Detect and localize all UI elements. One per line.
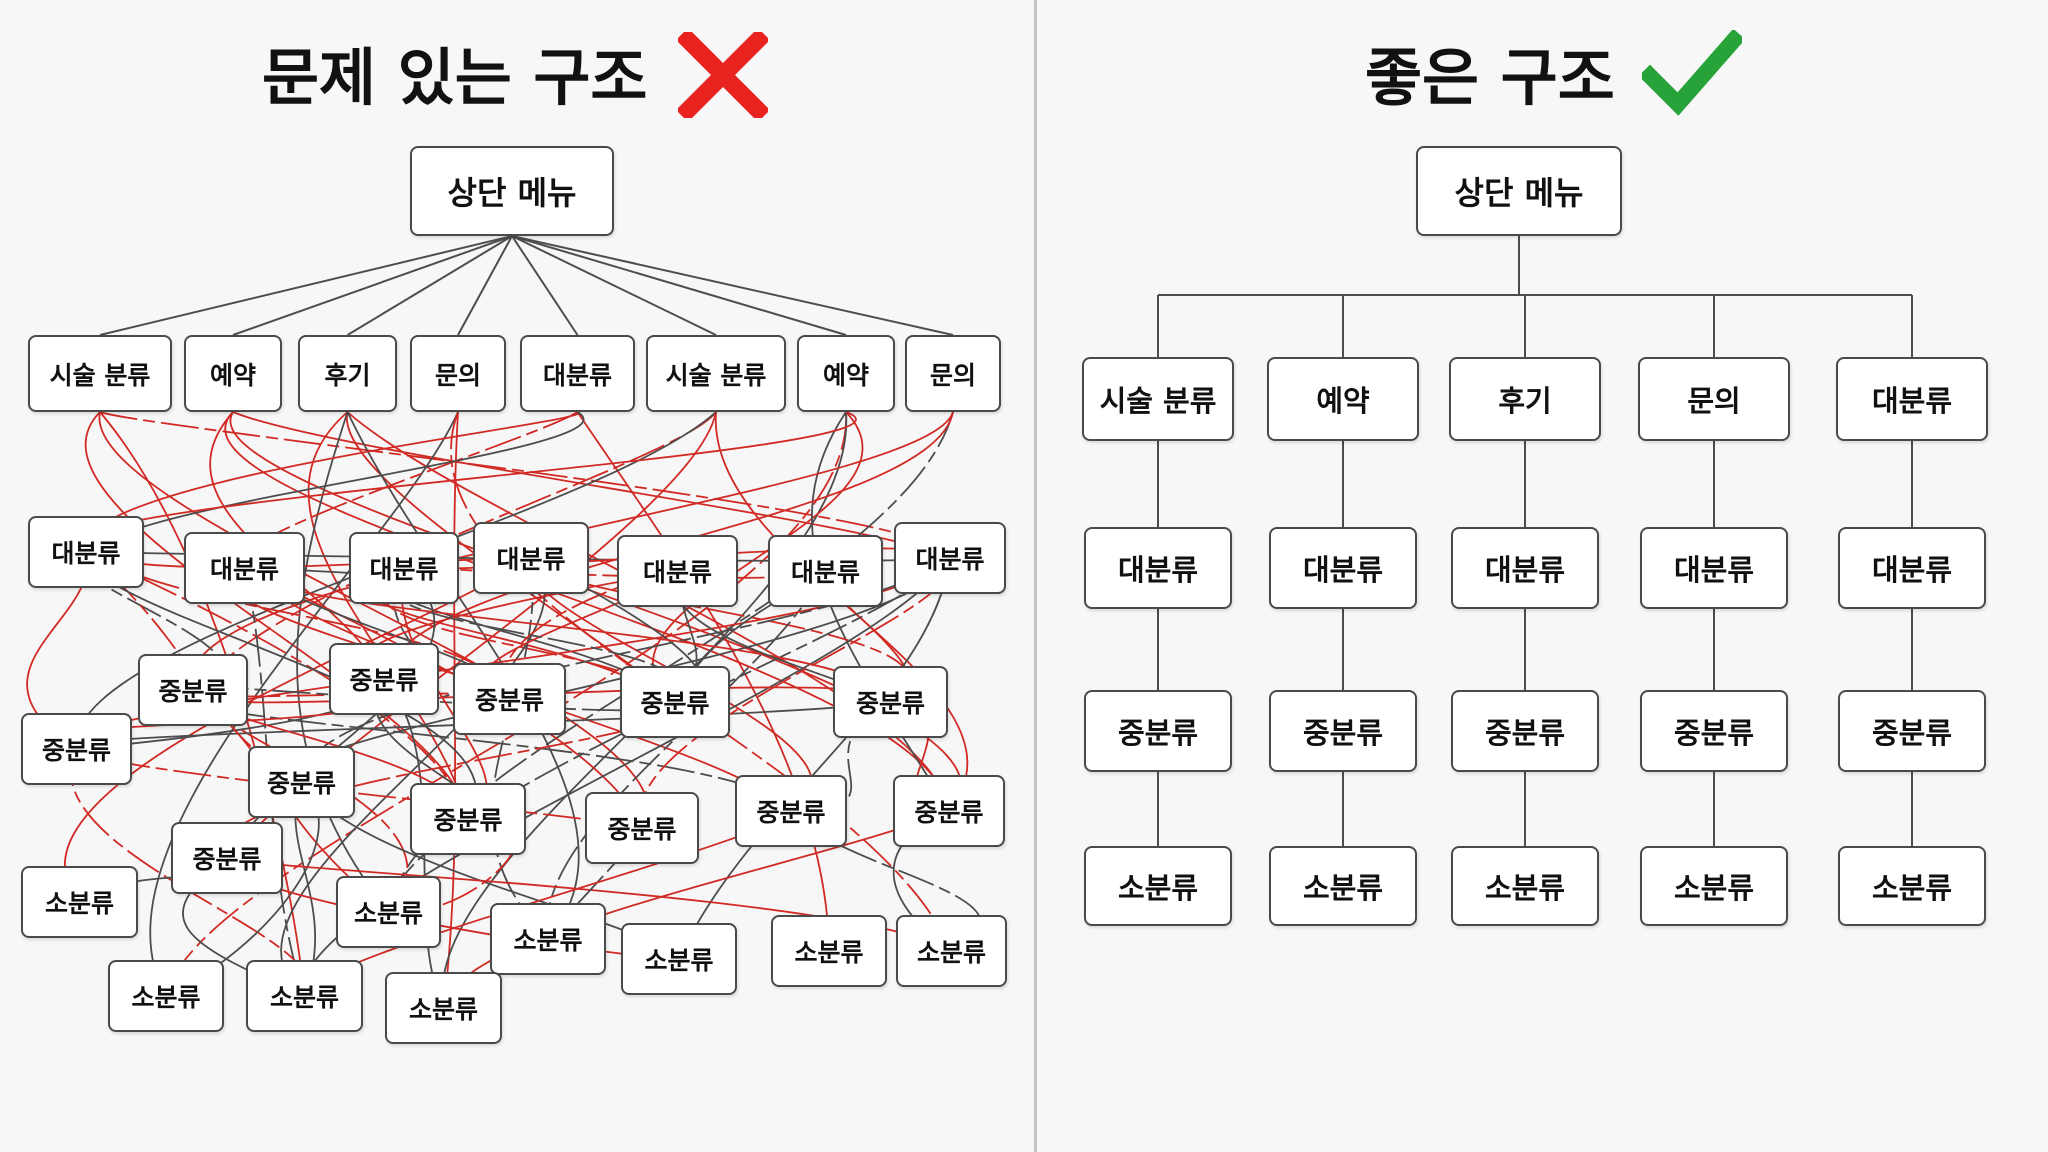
bad-major-category-node: 대분류: [768, 535, 883, 607]
bad-tangled-link-27: [811, 411, 950, 812]
bad-tier1-node: 예약: [797, 335, 895, 412]
bad-minor-category-node: 소분류: [771, 915, 887, 987]
bad-tier1-node: 문의: [410, 335, 506, 412]
good-middle-category-node: 중분류: [1451, 690, 1599, 772]
bad-middle-category-node: 중분류: [893, 775, 1005, 847]
bad-minor-category-node: 소분류: [246, 960, 363, 1032]
bad-structure-title: 문제 있는 구조: [262, 41, 648, 114]
bad-link-top-6: [511, 235, 847, 336]
bad-link-top-3: [457, 235, 513, 336]
bad-tangled-link-1: [98, 411, 649, 829]
bad-link-top-4: [511, 235, 579, 336]
bad-middle-category-node: 중분류: [138, 654, 248, 726]
good-minor-category-node: 소분류: [1451, 846, 1599, 926]
bad-tier1-node: 시술 분류: [646, 335, 786, 412]
bad-tier1-node: 문의: [905, 335, 1001, 412]
good-major-category-node: 대분류: [1640, 527, 1788, 609]
good-minor-category-node: 소분류: [1838, 846, 1986, 926]
bad-middle-category-node: 중분류: [329, 643, 439, 715]
good-tier1-node: 예약: [1267, 357, 1419, 441]
bad-major-category-node: 대분류: [473, 522, 589, 594]
bad-tangled-link-4: [229, 411, 962, 812]
bad-middle-category-node: 중분류: [21, 713, 132, 785]
good-minor-category-node: 소분류: [1640, 846, 1788, 926]
bad-link-top-7: [511, 235, 954, 336]
bad-tangled-link-11: [307, 411, 469, 820]
bad-major-category-node: 대분류: [28, 516, 144, 588]
bad-middle-category-node: 중분류: [171, 822, 283, 894]
good-middle-category-node: 중분류: [1838, 690, 1986, 772]
bad-tangled-link-53: [546, 570, 827, 940]
good-major-category-node: 대분류: [1838, 527, 1986, 609]
bad-tangled-link-32: [85, 551, 469, 820]
bad-tangled-link-58: [302, 557, 951, 997]
bad-major-category-node: 대분류: [894, 522, 1006, 594]
bad-major-category-node: 대분류: [184, 532, 305, 604]
good-major-category-node: 대분류: [1451, 527, 1599, 609]
bad-tier1-node: 후기: [298, 335, 397, 412]
bad-tier1-node: 시술 분류: [28, 335, 172, 412]
good-tier1-node: 후기: [1449, 357, 1601, 441]
bad-tangled-link-0: [84, 411, 469, 820]
bad-middle-category-node: 중분류: [735, 775, 847, 847]
good-structure-title: 좋은 구조: [1365, 41, 1615, 114]
bad-middle-category-node: 중분류: [453, 663, 566, 735]
good-minor-category-node: 소분류: [1269, 846, 1417, 926]
bad-major-category-node: 대분류: [349, 532, 459, 604]
bad-middle-category-node: 중분류: [248, 746, 355, 818]
good-tier1-node: 대분류: [1836, 357, 1988, 441]
good-major-category-node: 대분류: [1269, 527, 1417, 609]
bad-tangled-link-16: [576, 411, 830, 952]
bad-minor-category-node: 소분류: [336, 876, 441, 948]
good-tier1-node: 시술 분류: [1082, 357, 1234, 441]
bad-tangled-link-26: [652, 411, 864, 703]
bad-top-menu-node: 상단 메뉴: [410, 146, 614, 236]
bad-link-top-2: [346, 235, 513, 336]
cross-icon: [678, 32, 768, 118]
bad-tangled-link-15: [450, 411, 953, 952]
good-top-menu-node: 상단 메뉴: [1416, 146, 1622, 236]
good-middle-category-node: 중분류: [1640, 690, 1788, 772]
good-tier1-node: 문의: [1638, 357, 1790, 441]
bad-middle-category-node: 중분류: [585, 792, 699, 864]
bad-middle-category-node: 중분류: [410, 783, 526, 855]
bad-minor-category-node: 소분류: [621, 923, 737, 995]
bad-link-top-5: [511, 235, 717, 336]
good-major-category-node: 대분류: [1084, 527, 1232, 609]
bad-link-top-1: [232, 235, 513, 336]
bad-tier1-node: 예약: [184, 335, 282, 412]
good-middle-category-node: 중분류: [1269, 690, 1417, 772]
good-minor-category-node: 소분류: [1084, 846, 1232, 926]
bad-link-top-0: [99, 235, 513, 336]
bad-middle-category-node: 중분류: [620, 666, 730, 738]
bad-minor-category-node: 소분류: [896, 915, 1007, 987]
good-middle-category-node: 중분류: [1084, 690, 1232, 772]
bad-middle-category-node: 중분류: [833, 666, 948, 738]
bad-tangled-link-12: [296, 411, 390, 913]
bad-major-category-node: 대분류: [617, 535, 738, 607]
bad-minor-category-node: 소분류: [21, 866, 138, 938]
bad-tangled-link-46: [280, 557, 546, 997]
check-icon: [1642, 30, 1742, 116]
bad-tangled-link-57: [678, 557, 951, 960]
bad-minor-category-node: 소분류: [385, 972, 502, 1044]
bad-minor-category-node: 소분류: [490, 903, 606, 975]
panel-divider: [1034, 0, 1037, 1152]
bad-minor-category-node: 소분류: [108, 960, 224, 1032]
bad-tier1-node: 대분류: [520, 335, 635, 412]
bad-tangled-link-6: [232, 411, 951, 559]
